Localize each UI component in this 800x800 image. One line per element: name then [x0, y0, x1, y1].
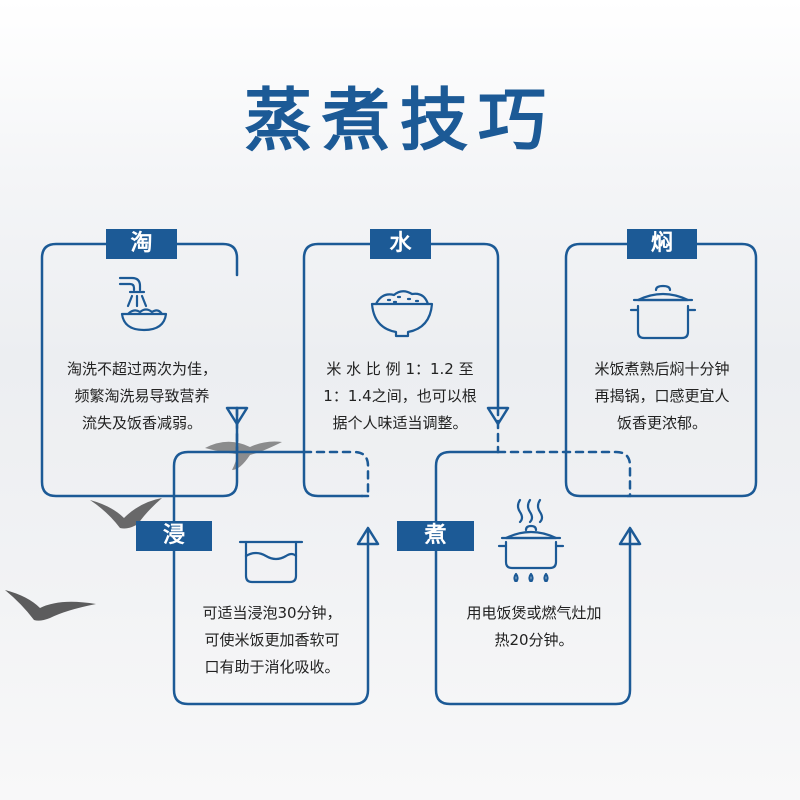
desc-line: 1：1.4之间，也可以根	[323, 387, 477, 405]
rinse-bowl-icon	[118, 276, 168, 332]
desc-line: 米饭煮熟后焖十分钟	[594, 360, 730, 378]
step-frame-men	[564, 242, 630, 498]
step-desc-tao: 淘洗不超过两次为佳， 频繁淘洗易导致营养 流失及饭香减弱。	[52, 356, 232, 437]
arrow-up-icon	[356, 526, 380, 546]
step-frame-jin	[172, 450, 306, 524]
arrow-down-icon	[486, 406, 510, 426]
steaming-pot-icon	[497, 498, 565, 582]
rice-bowl-icon	[370, 290, 434, 338]
arrow-down-icon	[225, 406, 249, 426]
soak-container-icon	[238, 540, 304, 584]
step-tag-shui: 水	[370, 229, 431, 259]
desc-line: 淘洗不超过两次为佳，	[66, 360, 217, 378]
arrow-up-icon	[618, 526, 642, 546]
step-tag-tao: 淘	[106, 229, 177, 259]
step-desc-zhu: 用电饭煲或燃气灶加 热20分钟。	[444, 600, 624, 654]
desc-line: 可适当浸泡30分钟，	[202, 604, 342, 622]
step-tag-men: 焖	[627, 229, 697, 259]
step-tag-jin: 浸	[136, 521, 212, 551]
step-frame-tao	[40, 242, 239, 498]
desc-line: 用电饭煲或燃气灶加	[466, 604, 602, 622]
desc-line: 米 水 比 例 1：1.2 至	[326, 360, 474, 378]
desc-line: 热20分钟。	[494, 631, 574, 649]
step-desc-jin: 可适当浸泡30分钟， 可使米饭更加香软可 口有助于消化吸收。	[182, 600, 362, 681]
step-desc-men: 米饭煮熟后焖十分钟 再揭锅，口感更宜人 饭香更浓郁。	[574, 356, 750, 437]
step-desc-shui: 米 水 比 例 1：1.2 至 1：1.4之间，也可以根 据个人味适当调整。	[310, 356, 490, 437]
desc-line: 据个人味适当调整。	[332, 414, 468, 432]
desc-line: 频繁淘洗易导致营养	[74, 387, 210, 405]
page-title: 蒸煮技巧	[243, 82, 556, 161]
step-tag-zhu: 煮	[397, 521, 474, 551]
desc-line: 流失及饭香减弱。	[81, 414, 202, 432]
pot-icon	[629, 284, 697, 340]
desc-line: 饭香更浓郁。	[616, 414, 707, 432]
desc-line: 再揭锅，口感更宜人	[594, 387, 730, 405]
step-frame-zhu	[434, 450, 500, 524]
desc-line: 可使米饭更加香软可	[204, 631, 340, 649]
desc-line: 口有助于消化吸收。	[204, 658, 340, 676]
step-frame-shui	[302, 242, 372, 498]
